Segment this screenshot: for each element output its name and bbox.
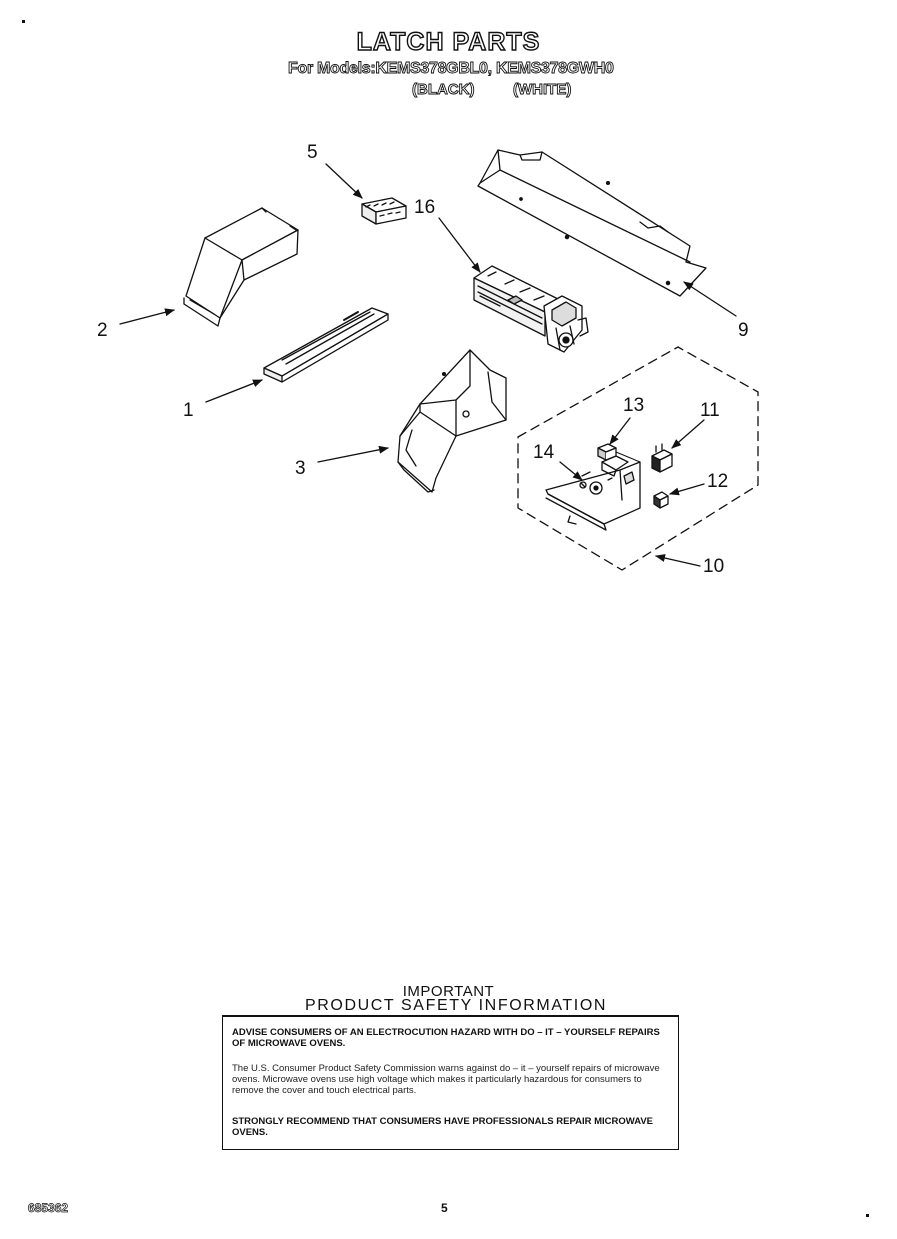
callout-5: 5 — [307, 142, 318, 163]
part-2-cover — [183, 207, 299, 327]
part-11-switch — [651, 443, 673, 473]
leader-arrow-10 — [655, 554, 701, 567]
leader-arrow-3 — [317, 445, 389, 463]
part-12-actuator — [653, 491, 669, 509]
notice-heading: IMPORTANT — [402, 983, 495, 1000]
leader-arrow-13 — [609, 417, 631, 445]
safety-notice-box: ADVISE CONSUMERS OF AN ELECTROCUTION HAZ… — [222, 1015, 679, 1150]
callout-10: 10 — [703, 556, 724, 577]
callout-1: 1 — [183, 400, 194, 421]
page-title: LATCH PARTS — [356, 27, 541, 56]
part-13-switch — [597, 443, 641, 463]
callout-2: 2 — [97, 320, 108, 341]
scan-speck — [22, 20, 25, 23]
notice-paragraph-2: The U.S. Consumer Product Safety Commiss… — [232, 1063, 660, 1096]
document-number: 685362 — [28, 1201, 69, 1216]
part-5-latch-block — [361, 197, 407, 225]
leader-arrow-9 — [683, 281, 737, 317]
part-16-latch-assembly — [473, 265, 589, 353]
leader-arrow-11 — [671, 419, 705, 449]
leader-arrow-16 — [438, 217, 481, 273]
scan-speck — [866, 1214, 869, 1217]
part-1-latch-rail — [263, 307, 389, 383]
part-14-screw — [579, 481, 587, 489]
notice-paragraph-1: ADVISE CONSUMERS OF AN ELECTROCUTION HAZ… — [232, 1027, 660, 1049]
callout-14: 14 — [533, 442, 555, 463]
model-numbers: For Models:KEMS378GBL0, KEMS378GWH0 — [288, 60, 615, 78]
leader-arrow-1 — [205, 379, 263, 403]
leader-arrow-12 — [669, 483, 705, 496]
leader-arrow-2 — [119, 308, 175, 325]
color-label-white: (WHITE) — [513, 81, 572, 99]
leader-arrow-14 — [559, 461, 583, 481]
callout-11: 11 — [700, 400, 720, 421]
page-number: 5 — [441, 1201, 448, 1215]
color-label-black: (BLACK) — [412, 81, 475, 99]
part-9-latch-bracket — [477, 149, 707, 297]
part-3-mounting-plate — [397, 349, 507, 493]
leader-arrow-5 — [325, 163, 363, 199]
notice-paragraph-3: STRONGLY RECOMMEND THAT CONSUMERS HAVE P… — [232, 1116, 654, 1138]
callout-3: 3 — [295, 458, 306, 479]
callout-13: 13 — [623, 395, 644, 416]
notice-box-top-rule — [222, 1015, 679, 1017]
latch-parts-diagram: 5 16 2 1 3 9 13 11 14 12 10 — [97, 142, 759, 577]
callout-16: 16 — [414, 197, 435, 218]
callout-9: 9 — [738, 320, 749, 341]
notice-subheading: PRODUCT SAFETY INFORMATION — [304, 997, 608, 1014]
callout-12: 12 — [707, 471, 728, 492]
